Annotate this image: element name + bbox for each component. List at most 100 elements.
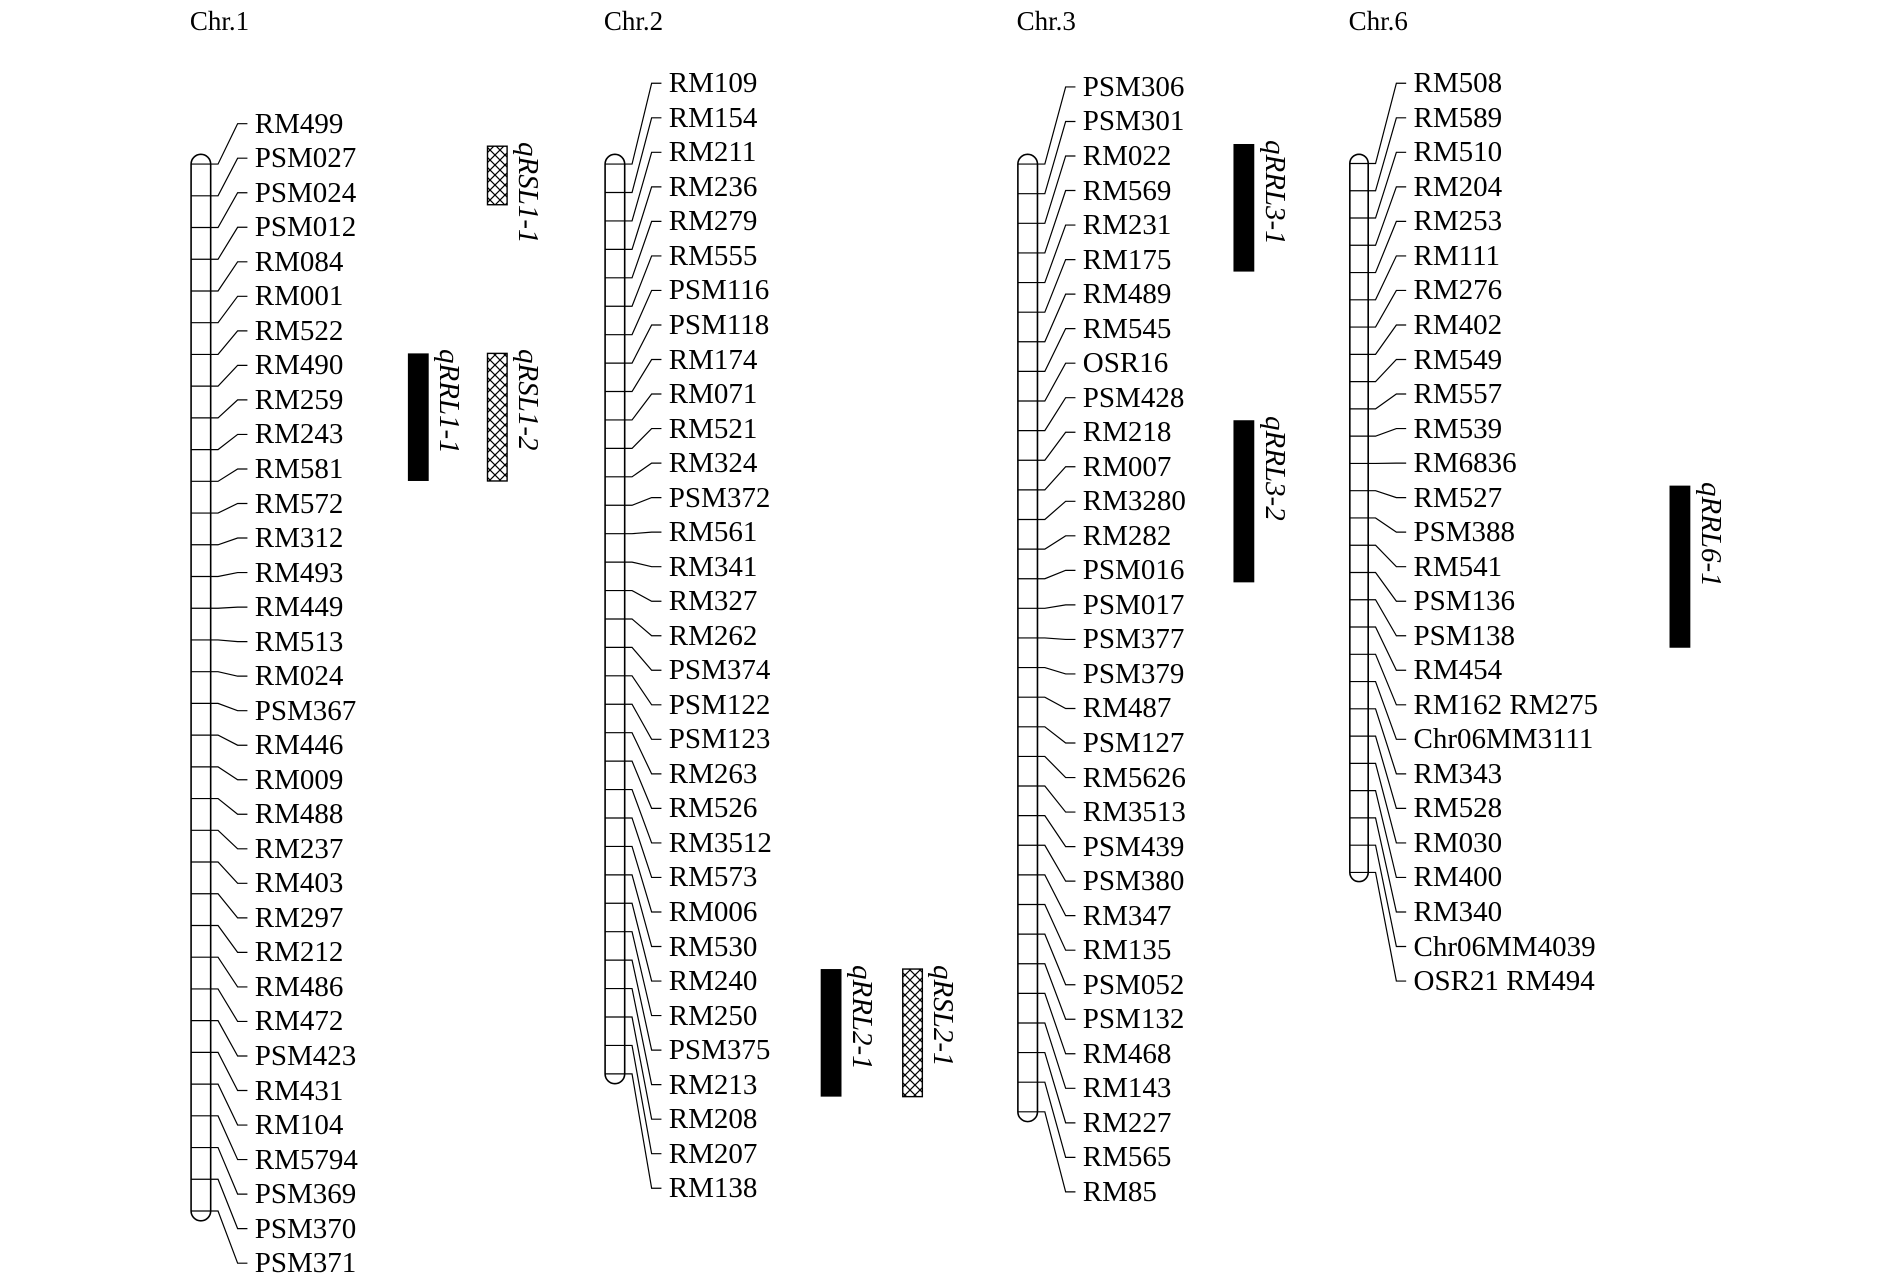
marker-label: RM213 (669, 1068, 758, 1102)
marker-label: RM211 (669, 135, 757, 169)
marker-label: RM138 (669, 1171, 758, 1205)
marker-label: PSM301 (1083, 104, 1185, 138)
marker-label: RM341 (669, 550, 758, 584)
marker-connector (625, 960, 662, 1050)
marker-connector (625, 875, 662, 947)
marker-label: RM276 (1414, 273, 1503, 307)
marker-label: RM3512 (669, 826, 772, 860)
marker-connector (625, 818, 662, 877)
marker-connector (1037, 1023, 1075, 1088)
marker-label: PSM016 (1083, 553, 1185, 587)
qtl-label: qRSL1-2 (511, 349, 544, 451)
marker-label: RM555 (669, 239, 758, 273)
marker-connector (1037, 934, 1075, 985)
marker-connector (1368, 518, 1406, 532)
marker-label: PSM138 (1414, 619, 1516, 653)
marker-label: RM236 (669, 170, 758, 204)
marker-label: PSM377 (1083, 622, 1185, 656)
marker-label: RM243 (255, 417, 344, 451)
marker-connector (1368, 627, 1406, 670)
marker-label: PSM116 (669, 273, 769, 307)
marker-label: RM521 (669, 412, 758, 446)
marker-label: PSM375 (669, 1033, 771, 1067)
marker-label: PSM118 (669, 308, 769, 342)
marker-connector (1368, 152, 1406, 218)
marker-label: RM279 (669, 204, 758, 238)
marker-label: RM527 (1414, 481, 1503, 515)
marker-connector (1037, 904, 1075, 950)
marker-label: RM343 (1414, 757, 1503, 791)
marker-label: RM324 (669, 446, 758, 480)
marker-label: RM253 (1414, 204, 1503, 238)
marker-label: RM3280 (1083, 484, 1186, 518)
marker-label: RM135 (1083, 933, 1172, 967)
marker-connector (1368, 572, 1406, 601)
marker-label: Chr06MM3111 (1414, 722, 1594, 756)
marker-label: PSM428 (1083, 381, 1185, 415)
marker-connector (625, 619, 662, 636)
marker-label: PSM306 (1083, 70, 1185, 104)
marker-label: RM85 (1083, 1175, 1157, 1209)
qtl-bar-hatched (488, 353, 508, 481)
marker-label: RM024 (255, 659, 344, 693)
marker-label: Chr06MM4039 (1414, 930, 1596, 964)
marker-label: RM022 (1083, 139, 1172, 173)
marker-label: RM282 (1083, 519, 1172, 553)
marker-connector (1037, 845, 1075, 881)
marker-label: RM510 (1414, 135, 1503, 169)
marker-label: RM143 (1083, 1071, 1172, 1105)
marker-connector (625, 463, 662, 477)
marker-connector (1368, 360, 1406, 382)
marker-connector (211, 331, 248, 355)
marker-connector (1037, 191, 1075, 253)
marker-label: RM431 (255, 1074, 344, 1108)
marker-connector (1037, 697, 1075, 708)
marker-connector (1037, 225, 1075, 282)
qtl-bar-hatched (903, 969, 923, 1097)
qtl-bar-solid (821, 969, 842, 1097)
marker-label: RM006 (669, 895, 758, 929)
qtl-label: qRRL2-1 (845, 965, 878, 1070)
marker-connector (625, 1074, 662, 1188)
marker-label: RM154 (669, 101, 758, 135)
marker-connector (625, 256, 662, 306)
marker-connector (211, 925, 248, 952)
marker-label: RM084 (255, 245, 344, 279)
marker-connector (1037, 501, 1075, 519)
marker-connector (1037, 260, 1075, 313)
marker-label: RM545 (1083, 312, 1172, 346)
marker-connector (625, 790, 662, 843)
marker-connector (1037, 668, 1075, 674)
marker-label: RM175 (1083, 243, 1172, 277)
marker-label: PSM367 (255, 694, 357, 728)
marker-connector (211, 296, 248, 322)
marker-connector (1037, 536, 1075, 549)
marker-connector (1037, 432, 1075, 460)
marker-connector (625, 562, 662, 567)
marker-label: RM487 (1083, 691, 1172, 725)
marker-label: RM557 (1414, 377, 1503, 411)
marker-connector (211, 400, 248, 418)
marker-connector (211, 703, 248, 710)
marker-connector (211, 607, 248, 608)
marker-label: OSR16 (1083, 346, 1168, 380)
marker-label: RM549 (1414, 343, 1503, 377)
marker-connector (1368, 429, 1406, 437)
marker-label: RM312 (255, 521, 344, 555)
marker-connector (1037, 121, 1075, 193)
marker-connector (625, 676, 662, 705)
marker-label: PSM439 (1083, 830, 1185, 864)
marker-label: RM565 (1083, 1140, 1172, 1174)
marker-connector (1368, 818, 1406, 912)
marker-connector (1037, 156, 1075, 223)
marker-connector (211, 573, 248, 577)
marker-label: RM526 (669, 791, 758, 825)
marker-connector (1037, 570, 1075, 578)
chromosome-title-chr3: Chr.3 (1017, 6, 1076, 37)
marker-label: RM489 (1083, 277, 1172, 311)
marker-connector (1037, 398, 1075, 431)
marker-connector (211, 193, 248, 228)
marker-connector (211, 672, 248, 676)
marker-label: RM581 (255, 452, 344, 486)
marker-connector (211, 1021, 248, 1056)
